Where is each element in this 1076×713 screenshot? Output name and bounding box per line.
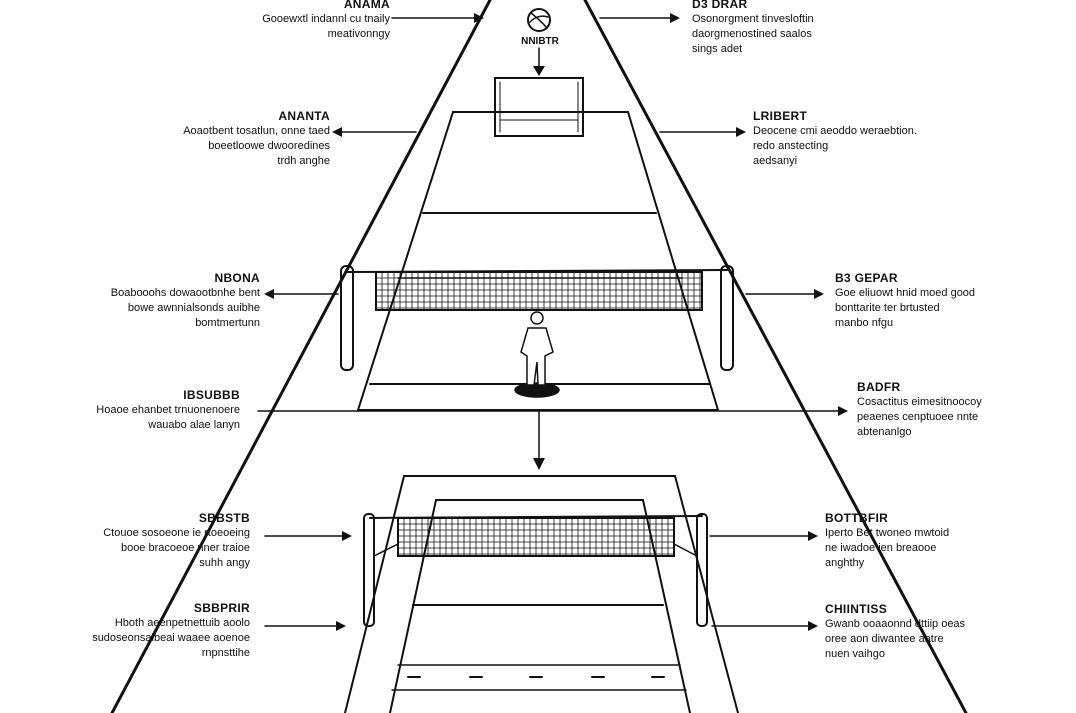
callout-bot-right: CHIINTISS Gwanb ooaaonnd dttiip oeas ore…	[825, 602, 1000, 662]
callout-desc: Osonorgment tinvesloftin daorgmenostined…	[692, 13, 814, 55]
callout-title: ANAMA	[343, 0, 390, 11]
goal-frame	[494, 77, 584, 137]
callout-bot-left: SBBPRIR Hboth aeenpetnettuib aoolo sudos…	[60, 601, 250, 661]
callout-desc: Goe eliuowt hnid moed good bonttarite te…	[835, 287, 976, 329]
perspective-left-edge	[110, 0, 492, 713]
callout-low-right: BOTTBFIR Iperto Bet twoneo mwtoid ne iwa…	[825, 511, 995, 571]
callout-title: BADFR	[857, 380, 901, 394]
lower-net	[363, 513, 708, 627]
callout-desc: Gwanb ooaaonnd dttiip oeas oree aon diwa…	[825, 618, 966, 660]
callout-desc: Hboth aeenpetnettuib aoolo sudoseonsalbe…	[92, 617, 250, 659]
callout-title: BOTTBFIR	[825, 511, 889, 525]
ball-icon	[527, 8, 551, 32]
callout-desc: Ctouoe sosoeone ie rtoeoeing booe bracoe…	[103, 527, 250, 569]
player-figure	[514, 311, 560, 398]
arrow-heads	[264, 13, 848, 631]
ball-label: NNIBTR	[521, 36, 559, 47]
callout-title: SBBPRIR	[193, 601, 250, 615]
callout-desc: Hoaoe ehanbet trnuonenoere wauabo alae l…	[96, 404, 240, 431]
callout-title: SBBSTB	[198, 511, 250, 525]
callout-title: LRIBERT	[753, 109, 808, 123]
callout-desc: Aoaotbent tosatlun, onne taed boeetloowe…	[183, 125, 330, 167]
callout-title: ANANTA	[278, 109, 330, 123]
callout-desc: Boabooohs dowaootbnhe bent bowe awnnials…	[110, 287, 260, 329]
lower-court	[344, 475, 739, 713]
callout-net-right: B3 GEPAR Goe eliuowt hnid moed good bont…	[835, 271, 1015, 331]
callout-desc: Iperto Bet twoneo mwtoid ne iwadoe ien b…	[825, 527, 950, 569]
callout-title: IBSUBBB	[183, 388, 240, 402]
callout-title: NBONA	[214, 271, 260, 285]
callout-top-right: D3 DRAR Osonorgment tinvesloftin daorgme…	[692, 0, 862, 57]
callout-title: B3 GEPAR	[835, 271, 898, 285]
callout-desc: Deocene cmi aeoddo weraebtion. redo anst…	[753, 125, 917, 167]
callout-desc: Gooewxtl indannl cu tnaily meativonngy	[262, 13, 390, 40]
callout-mid-right: BADFR Cosactitus eimesitnoocoy peaenes c…	[857, 380, 1037, 440]
callout-top-left: ANAMA Gooewxtl indannl cu tnaily meativo…	[215, 0, 390, 42]
callout-desc: Cosactitus eimesitnoocoy peaenes cenptuo…	[857, 396, 982, 438]
callout-net-left: NBONA Boabooohs dowaootbnhe bent bowe aw…	[75, 271, 260, 331]
callout-title: CHIINTISS	[825, 602, 888, 616]
upper-net	[340, 265, 734, 371]
callout-arrows	[257, 17, 841, 627]
callout-upper-left: ANANTA Aoaotbent tosatlun, onne taed boe…	[140, 109, 330, 169]
callout-mid-left: IBSUBBB Hoaoe ehanbet trnuonenoere wauab…	[55, 388, 240, 433]
callout-title: D3 DRAR	[692, 0, 748, 11]
callout-low-left: SBBSTB Ctouoe sosoeone ie rtoeoeing booe…	[60, 511, 250, 571]
perspective-right-edge	[583, 0, 968, 713]
callout-upper-right: LRIBERT Deocene cmi aeoddo weraebtion. r…	[753, 109, 933, 169]
